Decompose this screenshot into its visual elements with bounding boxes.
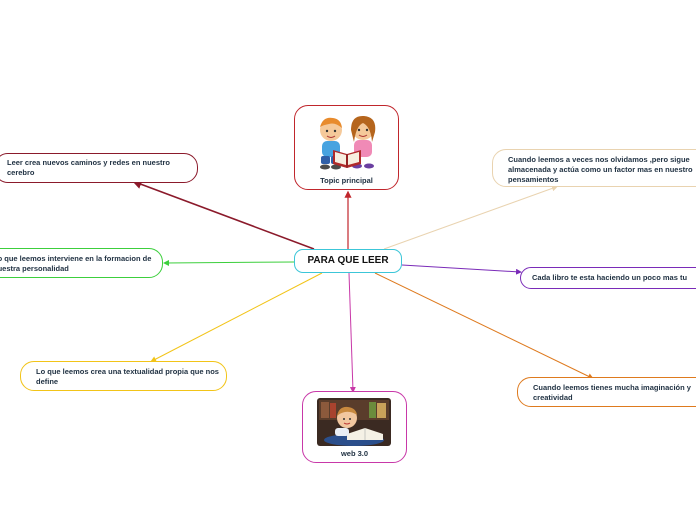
connector-textualidad xyxy=(150,272,323,362)
topic-cada-libro-label: Cada libro te esta haciendo un poco mas … xyxy=(532,273,688,282)
children-reading-book-illustration xyxy=(320,115,376,170)
topic-nuevos-caminos-label: Leer crea nuevos caminos y redes en nues… xyxy=(7,158,170,177)
topic-imaginacion[interactable]: Cuando leemos tienes mucha imaginación y… xyxy=(517,377,696,407)
connector-imaginacion xyxy=(374,272,594,379)
topic-principal-node[interactable]: Topic principal xyxy=(294,105,399,190)
topic-imaginacion-label: Cuando leemos tienes mucha imaginación y… xyxy=(533,383,691,402)
topic-olvidamos[interactable]: Cuando leemos a veces nos olvidamos ,per… xyxy=(492,149,696,187)
topic-textualidad-label: Lo que leemos crea una textualidad propi… xyxy=(36,367,219,386)
central-topic[interactable]: PARA QUE LEER xyxy=(294,249,402,273)
topic-textualidad[interactable]: Lo que leemos crea una textualidad propi… xyxy=(20,361,227,391)
topic-personalidad[interactable]: Lo que leemos interviene en la formacion… xyxy=(0,248,163,278)
central-topic-label: PARA QUE LEER xyxy=(307,255,389,266)
connector-personalidad xyxy=(163,259,295,266)
topic-web-label: web 3.0 xyxy=(340,449,369,458)
topic-cada-libro[interactable]: Cada libro te esta haciendo un poco mas … xyxy=(520,267,696,289)
connector-olvidamos xyxy=(383,185,558,250)
connector-nuevos-caminos xyxy=(132,179,315,250)
topic-principal-label: Topic principal xyxy=(320,176,373,185)
child-reading-photo xyxy=(317,398,391,446)
topic-olvidamos-label: Cuando leemos a veces nos olvidamos ,per… xyxy=(508,155,693,184)
connector-cada-libro xyxy=(401,264,522,275)
topic-web-node[interactable]: web 3.0 xyxy=(302,391,407,463)
topic-nuevos-caminos[interactable]: Leer crea nuevos caminos y redes en nues… xyxy=(0,153,198,183)
connector-web xyxy=(348,272,356,393)
topic-personalidad-label: Lo que leemos interviene en la formacion… xyxy=(0,254,152,273)
